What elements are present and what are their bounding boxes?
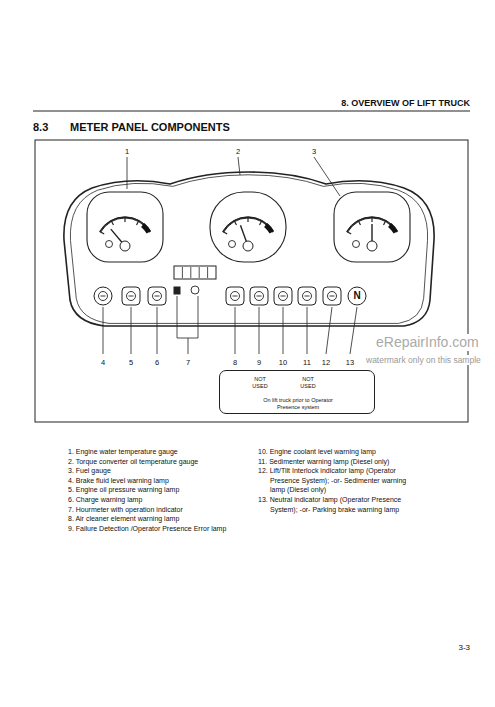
callout-number: 9 <box>257 358 261 367</box>
callout-number: 7 <box>186 358 190 367</box>
gauge <box>210 192 286 262</box>
header-rule <box>33 110 470 111</box>
warning-lamp <box>122 287 140 305</box>
gauge <box>334 192 410 262</box>
callout-number: 2 <box>236 147 240 156</box>
leader-line <box>235 307 236 354</box>
leader-line <box>259 307 260 354</box>
legend-item: 7. Hourmeter with operation indicator <box>68 505 228 515</box>
callout-number: 11 <box>303 358 311 367</box>
leader-line <box>188 338 189 354</box>
warning-lamp <box>323 287 341 305</box>
warning-lamp <box>250 287 268 305</box>
section-number: 8.3 <box>33 121 48 134</box>
legend-item: 5. Engine oil pressure warning lamp <box>68 485 228 495</box>
legend-item: 4. Brake fluid level warning lamp <box>68 476 228 486</box>
warning-lamp <box>148 287 166 305</box>
callout-number: 5 <box>129 358 133 367</box>
figure-frame <box>35 140 468 422</box>
legend-item: 12. Lift/Tilt Interlock indicator lamp (… <box>258 466 408 495</box>
hourmeter <box>174 266 216 294</box>
inset-text: NOT USED <box>296 376 320 389</box>
leader-line <box>307 307 308 354</box>
leader-line <box>127 157 128 189</box>
callout-number: 1 <box>125 147 129 156</box>
lamp-letter: N <box>353 290 360 302</box>
warning-lamp <box>94 287 112 305</box>
leader-line <box>238 157 240 175</box>
section-title: METER PANEL COMPONENTS <box>70 121 230 134</box>
callout-number: 13 <box>346 358 354 367</box>
watermark: eRepairInfo.com <box>376 334 479 351</box>
legend-item: 8. Air cleaner element warning lamp <box>68 514 228 524</box>
leader-line <box>103 307 104 354</box>
leader-line <box>131 307 132 354</box>
callout-number: 3 <box>312 147 316 156</box>
legend-item: 3. Fuel gauge <box>68 466 228 476</box>
inset-text: NOT USED <box>248 376 272 389</box>
watermark: watermark only on this sample <box>366 355 481 365</box>
leader-line <box>283 307 284 354</box>
gauge <box>87 192 163 262</box>
warning-lamp <box>348 287 366 305</box>
running-header: 8. OVERVIEW OF LIFT TRUCK <box>341 98 470 109</box>
legend-item: 2. Torque converter oil temperature gaug… <box>68 457 228 467</box>
leader-line <box>326 307 332 354</box>
callout-number: 10 <box>279 358 287 367</box>
legend-item: 6. Charge warning lamp <box>68 495 228 505</box>
leader-line <box>314 157 340 196</box>
dashboard-outline <box>64 172 434 326</box>
inset-text: On lift truck prior to Operator Presence… <box>253 397 343 410</box>
warning-lamp <box>226 287 244 305</box>
leader-line <box>157 307 158 354</box>
warning-lamp <box>274 287 292 305</box>
leader-line <box>350 307 357 354</box>
dashboard-inner-outline <box>70 175 427 324</box>
legend-item: 10. Engine coolant level warning lamp <box>258 447 408 457</box>
legend-item: 1. Engine water temperature gauge <box>68 447 228 457</box>
inset-panel: NOT USED NOT USED On lift truck prior to O… <box>219 370 375 414</box>
page-number: 3-3 <box>458 643 470 653</box>
legend-item: 13. Neutral indicator lamp (Operator Pre… <box>258 495 408 514</box>
callout-number: 12 <box>322 358 330 367</box>
warning-lamp <box>298 287 316 305</box>
callout-number: 4 <box>101 358 105 367</box>
callout-number: 8 <box>233 358 237 367</box>
legend-item: 11. Sedimenter warning lamp (Diesel only… <box>258 457 408 467</box>
callout-number: 6 <box>155 358 159 367</box>
legend-item: 9. Failure Detection /Operator Presence … <box>68 524 228 534</box>
bracket <box>177 296 198 338</box>
